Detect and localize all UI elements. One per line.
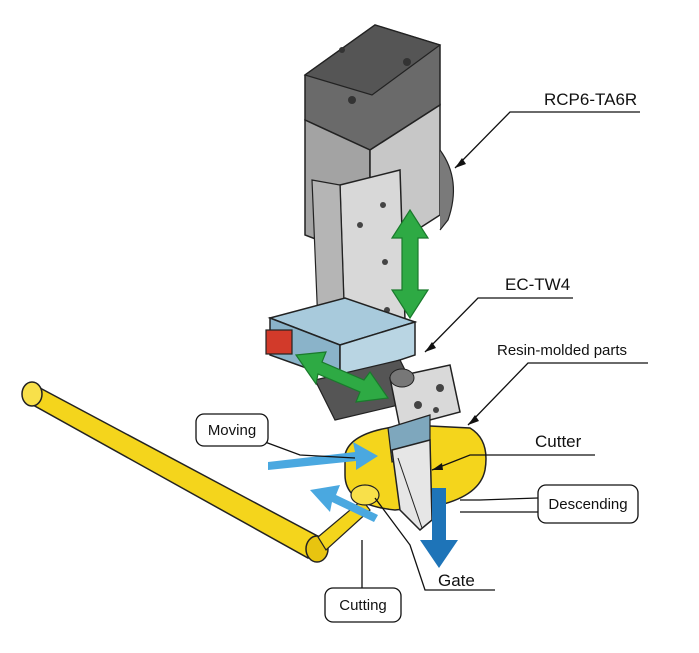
cutter-blade xyxy=(391,439,433,532)
label-gate: Gate xyxy=(438,571,475,590)
actuator-rcp6 xyxy=(303,24,454,336)
label-rcp6: RCP6-TA6R xyxy=(544,90,637,109)
callout-moving: Moving xyxy=(195,413,269,447)
label-cutter: Cutter xyxy=(535,432,582,451)
vertical-motion-arrow xyxy=(390,208,430,320)
leader-lines xyxy=(264,111,648,591)
cutting-arrow xyxy=(310,485,378,522)
callout-cutting-text: Cutting xyxy=(339,597,387,614)
red-side-plate xyxy=(265,329,293,355)
callout-moving-text: Moving xyxy=(208,422,256,439)
label-resin-parts: Resin-molded parts xyxy=(497,342,627,359)
leader-arrowheads xyxy=(425,158,479,470)
yellow-rod xyxy=(21,381,371,563)
horizontal-motion-arrow xyxy=(294,351,390,403)
callout-cutting: Cutting xyxy=(324,587,402,623)
label-ec-tw4: EC-TW4 xyxy=(505,275,570,294)
callout-descending: Descending xyxy=(537,484,639,524)
callout-descending-text: Descending xyxy=(548,496,627,513)
descending-arrow xyxy=(420,488,458,568)
